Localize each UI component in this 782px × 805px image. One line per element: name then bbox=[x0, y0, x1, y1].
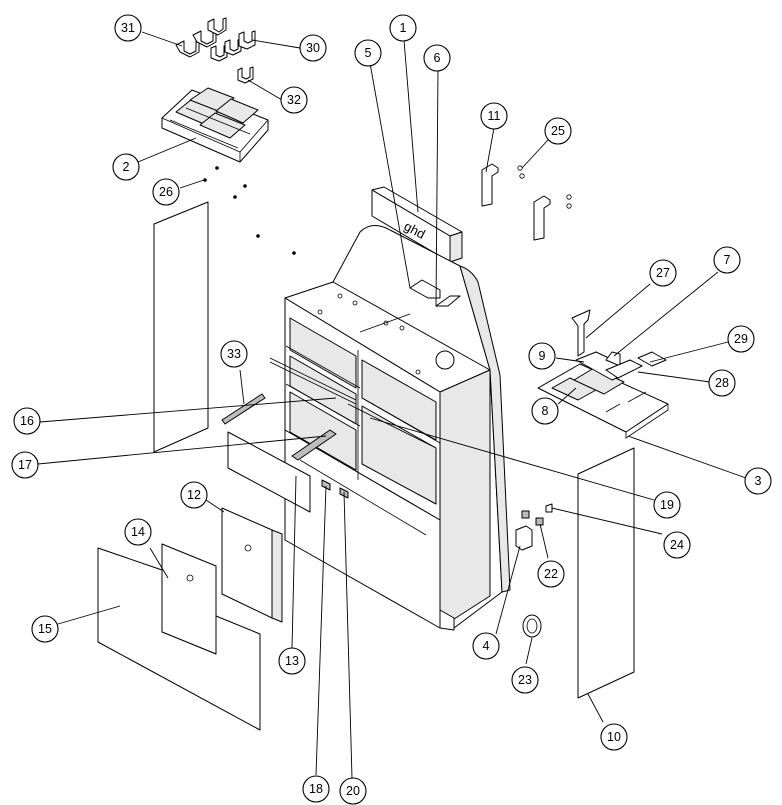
callout-31: 31 bbox=[114, 14, 142, 42]
svg-text:24: 24 bbox=[670, 538, 684, 552]
callout-33: 33 bbox=[220, 340, 248, 368]
cabinet-body bbox=[284, 225, 511, 631]
part-28-sheet bbox=[605, 359, 643, 379]
part-12-door-panel bbox=[221, 507, 283, 623]
svg-text:5: 5 bbox=[365, 46, 372, 60]
part-4-box bbox=[515, 525, 533, 551]
callout-12: 12 bbox=[180, 481, 208, 509]
callout-4: 4 bbox=[472, 632, 500, 660]
svg-text:18: 18 bbox=[309, 782, 323, 796]
svg-text:28: 28 bbox=[715, 376, 729, 390]
part-5-clip bbox=[409, 279, 441, 299]
callout-14: 14 bbox=[124, 518, 152, 546]
callout-5: 5 bbox=[354, 39, 382, 67]
svg-text:3: 3 bbox=[755, 474, 762, 488]
svg-text:30: 30 bbox=[306, 41, 320, 55]
callout-24: 24 bbox=[663, 531, 691, 559]
svg-text:17: 17 bbox=[18, 458, 32, 472]
part-24-clip bbox=[545, 503, 553, 513]
svg-text:22: 22 bbox=[544, 567, 558, 581]
callout-13: 13 bbox=[278, 647, 306, 675]
svg-text:14: 14 bbox=[131, 525, 145, 539]
svg-text:29: 29 bbox=[734, 332, 748, 346]
callout-23: 23 bbox=[511, 666, 539, 694]
svg-text:26: 26 bbox=[159, 185, 173, 199]
callout-11: 11 bbox=[480, 102, 508, 130]
svg-text:20: 20 bbox=[346, 784, 360, 798]
part-25-nuts bbox=[517, 165, 572, 209]
callout-28: 28 bbox=[708, 369, 736, 397]
svg-text:32: 32 bbox=[287, 93, 301, 107]
part-18-rail bbox=[321, 479, 331, 491]
part-30-hooks bbox=[210, 30, 256, 62]
part-27-bracket bbox=[571, 309, 591, 357]
callout-17: 17 bbox=[11, 451, 39, 479]
part-7-clip bbox=[605, 351, 621, 367]
svg-text:12: 12 bbox=[187, 488, 201, 502]
part-13-glass-panel bbox=[227, 431, 311, 513]
callout-9: 9 bbox=[528, 342, 556, 370]
callout-22: 22 bbox=[537, 560, 565, 588]
svg-text:8: 8 bbox=[542, 404, 549, 418]
callout-3: 3 bbox=[744, 467, 772, 495]
svg-text:25: 25 bbox=[551, 124, 565, 138]
part-29-label-plate bbox=[637, 351, 667, 367]
svg-text:7: 7 bbox=[724, 253, 731, 267]
callout-29: 29 bbox=[727, 325, 755, 353]
part-31-hooks-top bbox=[175, 17, 227, 58]
svg-text:13: 13 bbox=[285, 654, 299, 668]
svg-text:9: 9 bbox=[539, 349, 546, 363]
part-33-rail bbox=[221, 393, 266, 425]
part-22-blocks bbox=[521, 510, 544, 526]
part-17-rail bbox=[291, 429, 337, 461]
svg-text:10: 10 bbox=[607, 730, 621, 744]
part-15-back-panel bbox=[97, 547, 261, 731]
callout-30: 30 bbox=[299, 34, 327, 62]
callout-2: 2 bbox=[112, 153, 140, 181]
svg-text:2: 2 bbox=[123, 160, 130, 174]
bracket-second bbox=[533, 195, 551, 241]
callout-27: 27 bbox=[649, 259, 677, 287]
svg-text:4: 4 bbox=[483, 639, 490, 653]
callout-18: 18 bbox=[302, 775, 330, 803]
part-6-clip bbox=[435, 295, 461, 307]
part-26-screws bbox=[203, 166, 296, 255]
callout-32: 32 bbox=[280, 86, 308, 114]
left-side-panel bbox=[153, 201, 209, 453]
callout-25: 25 bbox=[544, 117, 572, 145]
svg-text:23: 23 bbox=[518, 673, 532, 687]
part-19-rail bbox=[347, 403, 437, 449]
callout-15: 15 bbox=[31, 615, 59, 643]
callout-16: 16 bbox=[13, 407, 41, 435]
svg-text:11: 11 bbox=[488, 109, 501, 123]
part-3-base-plate bbox=[537, 363, 669, 439]
svg-text:6: 6 bbox=[434, 51, 441, 65]
callout-20: 20 bbox=[339, 777, 367, 805]
callout-26: 26 bbox=[152, 178, 180, 206]
part-32-hook bbox=[237, 66, 254, 84]
callout-10: 10 bbox=[600, 723, 628, 751]
svg-text:27: 27 bbox=[656, 266, 670, 280]
leader-lines bbox=[37, 31, 747, 779]
part-2-stepped-tray bbox=[161, 87, 269, 163]
part-23-ring bbox=[522, 614, 542, 638]
callout-1: 1 bbox=[389, 14, 417, 42]
svg-text:19: 19 bbox=[660, 498, 674, 512]
svg-text:15: 15 bbox=[38, 622, 52, 636]
part-10-side-panel bbox=[577, 447, 635, 699]
part-16-rail bbox=[269, 357, 357, 405]
svg-text:16: 16 bbox=[20, 414, 34, 428]
callout-8: 8 bbox=[531, 397, 559, 425]
callout-19: 19 bbox=[653, 491, 681, 519]
svg-text:33: 33 bbox=[227, 347, 241, 361]
svg-text:1: 1 bbox=[400, 21, 407, 35]
svg-text:31: 31 bbox=[121, 21, 135, 35]
part-11-bracket bbox=[481, 163, 499, 207]
callout-6: 6 bbox=[423, 44, 451, 72]
callout-7: 7 bbox=[713, 246, 741, 274]
